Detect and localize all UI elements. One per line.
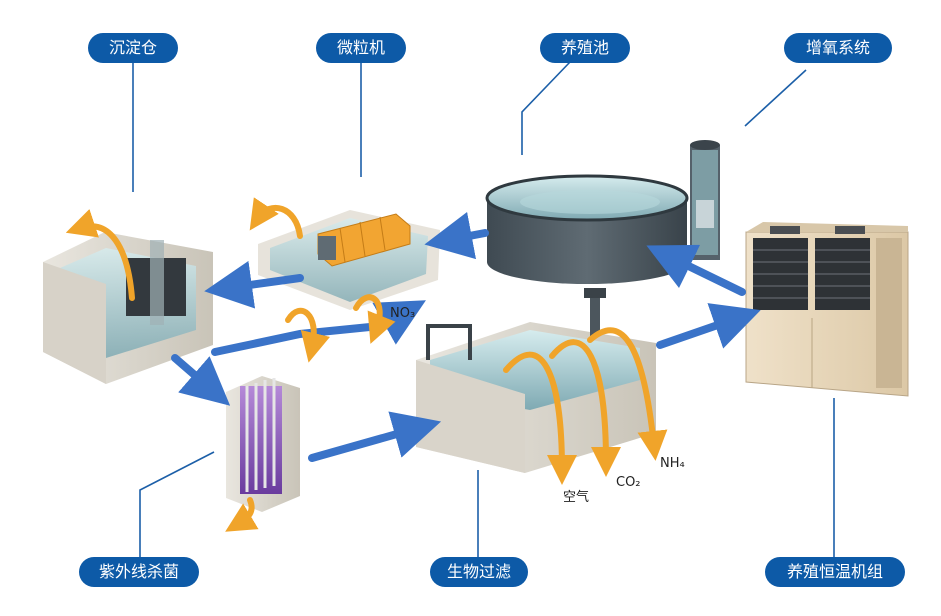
label-uv-sterilization: 紫外线杀菌 [79, 557, 199, 587]
arrow-no3 [353, 294, 396, 344]
label-aeration: 增氧系统 [784, 33, 892, 63]
culture-pool [485, 174, 689, 284]
leader-culture-pool [521, 61, 571, 155]
heat-pump-unit [745, 222, 909, 397]
leader-lines [132, 61, 835, 557]
flow-uv-to-biofilter [308, 411, 442, 462]
label-culture-pool: 养殖池 [540, 33, 630, 63]
flow-pool-to-microfilter [424, 211, 489, 260]
flow-heatpump-to-pool [646, 244, 746, 296]
chem-air: 空气 [563, 490, 590, 505]
uv-sterilizer [226, 376, 300, 512]
arrow-uv-out [225, 497, 259, 532]
arrow-co2 [549, 339, 621, 477]
arrow-air [503, 351, 577, 485]
arrow-microfilter-swirl [249, 197, 303, 239]
leader-uv [139, 451, 215, 557]
flow-microfilter-to-sedimentation [204, 260, 304, 309]
aeration-tower [690, 140, 720, 260]
chem-ammonia: NH₄ [660, 456, 685, 471]
label-heat-pump: 养殖恒温机组 [765, 557, 905, 587]
biofilter-tank [416, 288, 656, 473]
flow-sedimentation-to-uv [171, 354, 231, 406]
arrow-microfilter-under [285, 307, 331, 363]
arrow-nh4 [587, 327, 668, 461]
flow-biofilter-to-heatpump [656, 303, 761, 349]
chem-co2: CO₂ [616, 475, 641, 490]
label-microfilter: 微粒机 [316, 33, 406, 63]
arrow-sedimentation-swirl [65, 209, 135, 301]
process-arrows [65, 197, 668, 532]
sedimentation-tank [43, 232, 213, 384]
leader-aeration [744, 69, 807, 127]
microfilter-machine [258, 210, 440, 310]
label-sedimentation: 沉淀仓 [88, 33, 178, 63]
chem-nitrate: NO₃ [390, 306, 416, 321]
label-biofilter: 生物过滤 [430, 557, 528, 587]
